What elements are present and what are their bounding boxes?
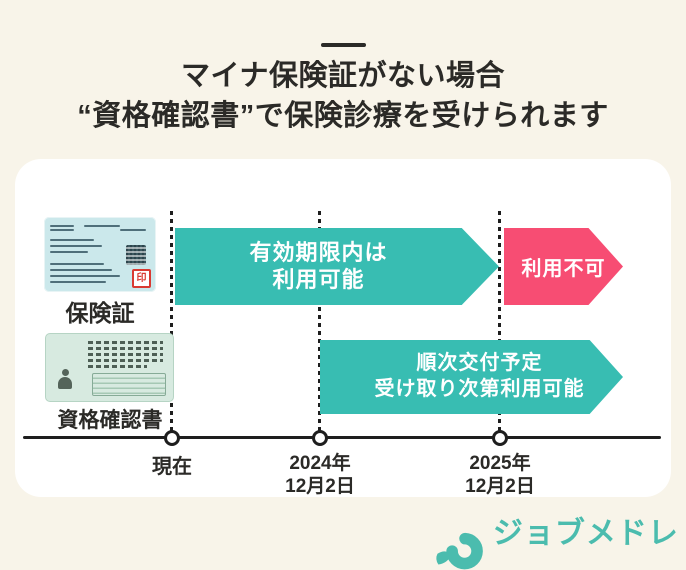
title-dash xyxy=(320,43,366,47)
card-text-line xyxy=(50,269,112,271)
row-label-hokensho: 保険証 xyxy=(65,300,135,326)
card-text-line xyxy=(50,251,88,253)
dashed-line-now xyxy=(170,211,173,438)
card-dash-line xyxy=(88,365,147,368)
card-text-line xyxy=(50,229,74,231)
dashed-line-2024 xyxy=(318,211,321,438)
title-line-2: “資格確認書”で保険診療を受けられます xyxy=(77,100,609,133)
axis-label-text: 2025年 xyxy=(469,453,531,474)
card-text-line xyxy=(120,229,146,231)
arrow-text: 受け取り次第利用可能 xyxy=(374,378,585,400)
title-line-1: マイナ保険証がない場合 xyxy=(181,60,505,92)
arrow-text: 利用不可 xyxy=(521,258,606,280)
timeline-dot-2025 xyxy=(492,430,508,446)
card-dash-line xyxy=(88,353,163,356)
arrow-hokensho-available: 有効期限内は 利用可能 xyxy=(175,228,499,305)
axis-label-2024: 2024年 12月2日 xyxy=(255,452,385,498)
person-icon xyxy=(56,367,74,393)
card-text-line xyxy=(50,239,94,241)
card-text-line xyxy=(50,263,104,265)
arrow-text: 順次交付予定 xyxy=(416,352,543,375)
axis-label-text: 2024年 xyxy=(289,453,351,474)
logo-text: ジョブメドレー xyxy=(492,517,679,570)
axis-label-2025: 2025年 12月2日 xyxy=(435,452,565,498)
arrow-text: 有効期限内は xyxy=(249,239,388,265)
stamp-icon: 印 xyxy=(132,269,151,288)
timeline-dot-2024 xyxy=(312,430,328,446)
timeline-axis xyxy=(23,436,661,439)
card-text-line xyxy=(50,245,102,247)
row-label-shikaku: 資格確認書 xyxy=(57,409,163,432)
timeline-dot-now xyxy=(164,430,180,446)
axis-label-text: 12月2日 xyxy=(285,476,355,498)
card-text-line xyxy=(50,281,106,283)
arrow-text: 利用可能 xyxy=(272,266,365,292)
axis-label-now: 現在 xyxy=(107,455,237,479)
card-text-line xyxy=(50,275,120,277)
header: マイナ保険証がない場合 “資格確認書”で保険診療を受けられます xyxy=(0,0,686,136)
page-title: マイナ保険証がない場合 “資格確認書”で保険診療を受けられます xyxy=(0,56,686,136)
arrow-hokensho-unavailable: 利用不可 xyxy=(504,228,623,305)
timeline-card: 印 保険証 資格確認書 有効期限内は 利用可能 利用不可 順次交付予定 xyxy=(15,159,671,497)
card-dash-line xyxy=(88,359,163,362)
jobmedley-logo-icon xyxy=(436,532,483,570)
card-dash-line xyxy=(88,341,163,344)
dashed-line-2025 xyxy=(498,211,501,438)
qr-code-icon xyxy=(126,245,146,265)
card-text-line xyxy=(84,225,120,227)
card-dash-line xyxy=(88,347,163,350)
card-inner-box xyxy=(92,373,166,396)
jobmedley-logo: ジョブメドレー xyxy=(433,508,686,570)
axis-label-text: 現在 xyxy=(152,456,192,478)
arrow-shikaku-available: 順次交付予定 受け取り次第利用可能 xyxy=(320,340,623,414)
card-text-line xyxy=(50,225,74,227)
insurance-card-image: 印 xyxy=(44,217,156,292)
axis-label-text: 12月2日 xyxy=(465,476,535,498)
qualification-card-image xyxy=(45,333,174,402)
